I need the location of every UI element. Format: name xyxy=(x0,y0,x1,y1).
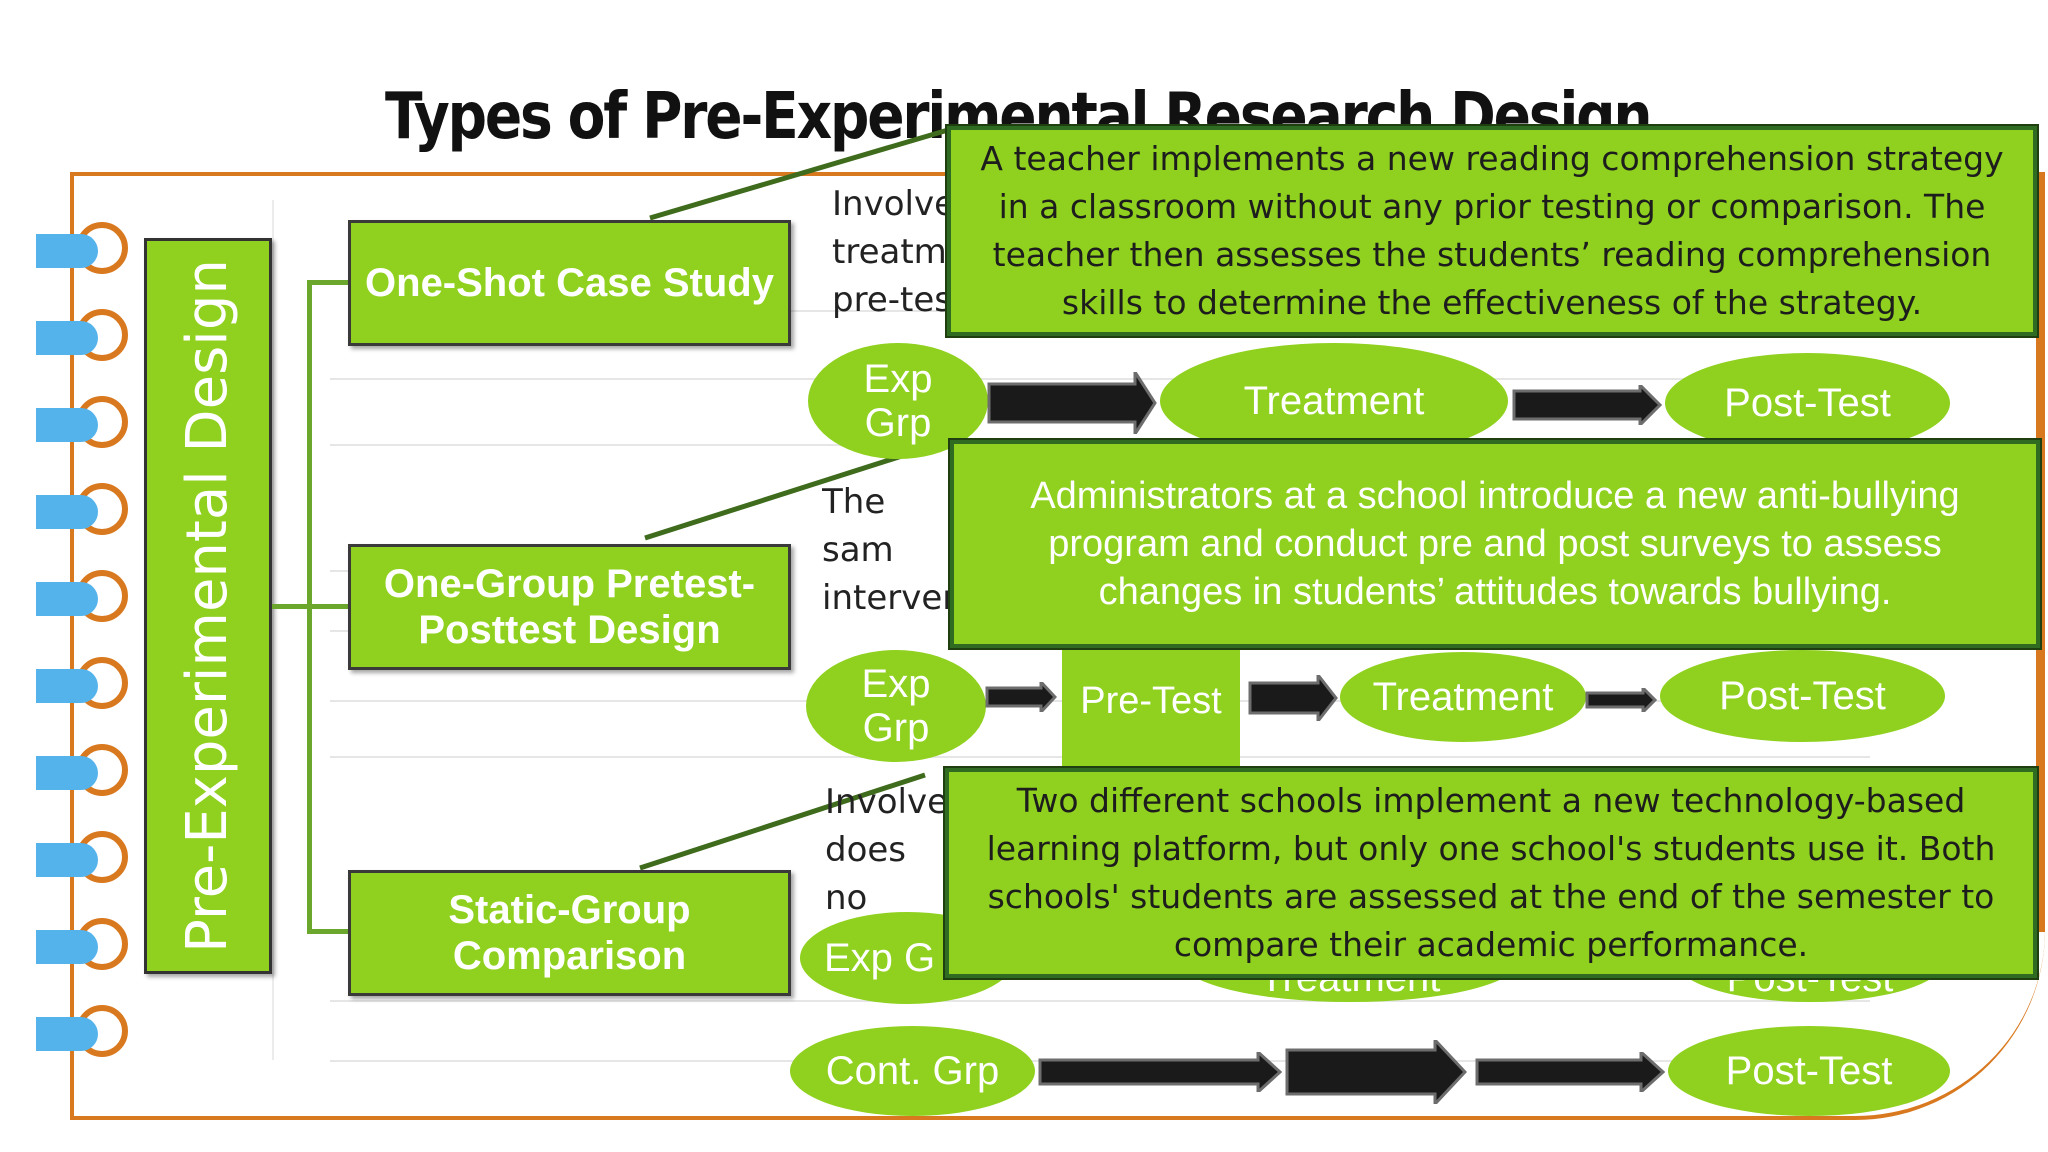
flow1-treatment: Treatment xyxy=(1160,343,1508,459)
arrow xyxy=(987,372,1157,434)
arrow xyxy=(1512,385,1662,425)
type-one-group-pretest-posttest: One-Group Pretest- Posttest Design xyxy=(348,544,791,670)
ruled-line xyxy=(330,1000,1870,1002)
example-callout-one-group: Administrators at a school introduce a n… xyxy=(950,440,2040,648)
description-one-group: The sam interven changes xyxy=(822,482,952,628)
example-callout-one-shot: A teacher implements a new reading compr… xyxy=(947,126,2037,336)
arrow xyxy=(985,682,1057,712)
margin-line xyxy=(272,200,274,1060)
connector xyxy=(307,280,350,285)
spiral-tab xyxy=(36,495,98,529)
arrow xyxy=(1585,688,1657,712)
flow1-exp-group: Exp Grp xyxy=(808,343,988,459)
flow4-post-test: Post-Test xyxy=(1668,1026,1950,1116)
connector xyxy=(307,604,350,609)
type-one-shot-case-study: One-Shot Case Study xyxy=(348,220,791,346)
spiral-tab xyxy=(36,756,98,790)
spiral-tab xyxy=(36,930,98,964)
arrow xyxy=(1285,1040,1467,1104)
description-static-group: Involves does no and pre xyxy=(825,782,955,928)
spiral-tab xyxy=(36,669,98,703)
connector xyxy=(307,929,350,934)
flow1-post-test: Post-Test xyxy=(1665,353,1950,453)
description-one-shot: Involve treatm pre-tes xyxy=(832,184,952,320)
connector xyxy=(272,604,312,609)
type-static-group-comparison: Static-Group Comparison xyxy=(348,870,791,996)
arrow xyxy=(1038,1052,1283,1092)
callout-leader xyxy=(639,772,926,871)
root-node xyxy=(144,238,272,974)
flow2-pre-test: Pre-Test xyxy=(1062,630,1240,772)
flow2-exp-group: Exp Grp xyxy=(806,650,986,762)
example-callout-static-group: Two different schools implement a new te… xyxy=(945,768,2037,978)
arrow xyxy=(1475,1052,1665,1092)
spiral-tab xyxy=(36,1017,98,1051)
spiral-tab xyxy=(36,408,98,442)
callout-leader xyxy=(644,444,931,541)
spiral-tab xyxy=(36,234,98,268)
flow2-post-test: Post-Test xyxy=(1660,650,1945,742)
flow4-control-group: Cont. Grp xyxy=(790,1026,1035,1116)
notebook-frame-edge xyxy=(2036,172,2045,932)
spiral-tab xyxy=(36,582,98,616)
ruled-line xyxy=(330,378,1870,380)
spiral-tab xyxy=(36,321,98,355)
callout-leader xyxy=(649,127,949,221)
spiral-tab xyxy=(36,843,98,877)
arrow xyxy=(1248,675,1338,721)
flow2-treatment: Treatment xyxy=(1340,652,1586,742)
